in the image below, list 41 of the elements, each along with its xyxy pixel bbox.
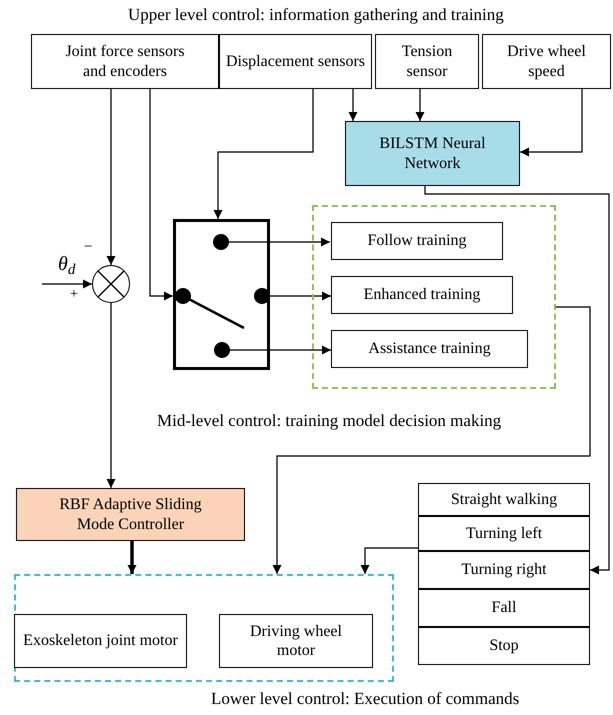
text-box: BILSTM Neural Network bbox=[345, 121, 520, 186]
text-box: Enhanced training bbox=[331, 276, 513, 314]
arrow bbox=[348, 89, 358, 121]
text-box: Exoskeleton joint motor bbox=[14, 614, 187, 668]
text-box: Turning left bbox=[418, 516, 590, 551]
arrow bbox=[416, 89, 424, 121]
arrow bbox=[360, 547, 418, 574]
sign-label: + bbox=[70, 286, 78, 304]
text-box: Follow training bbox=[331, 222, 503, 260]
text-box: Stop bbox=[418, 627, 590, 665]
section-title: Upper level control: information gathering and training bbox=[128, 4, 504, 26]
text-box: Fall bbox=[418, 589, 590, 627]
text-box: Straight walking bbox=[418, 483, 590, 516]
text-box: Driving wheel motor bbox=[219, 614, 373, 668]
arrow bbox=[520, 89, 583, 156]
text-box: Joint force sensors and encoders bbox=[31, 34, 219, 89]
switch-symbol bbox=[173, 219, 270, 370]
text-box: Turning right bbox=[418, 551, 590, 589]
dashed-group-frame bbox=[312, 205, 556, 389]
text-box: Displacement sensors bbox=[219, 34, 372, 89]
arrow bbox=[270, 346, 331, 354]
section-title: Mid-level control: training model decision making bbox=[157, 410, 502, 432]
arrow bbox=[424, 186, 610, 574]
summing-junction bbox=[92, 265, 130, 303]
text-box: Tension sensor bbox=[375, 34, 479, 89]
text-box: Assistance training bbox=[331, 330, 528, 368]
input-symbol: θ$_{d}$ bbox=[58, 252, 76, 277]
arrow bbox=[149, 89, 173, 300]
dashed-group-frame bbox=[14, 574, 394, 682]
arrow bbox=[128, 541, 136, 574]
arrow bbox=[272, 306, 591, 574]
arrow bbox=[270, 238, 330, 246]
arrow bbox=[106, 89, 116, 265]
section-title: Lower level control: Execution of commands bbox=[211, 688, 520, 710]
arrow bbox=[42, 280, 92, 288]
text-box: RBF Adaptive Sliding Mode Controller bbox=[16, 488, 245, 541]
arrow bbox=[270, 292, 331, 300]
arrow bbox=[106, 303, 116, 488]
sign-label: − bbox=[84, 238, 92, 257]
text-box: Drive wheel speed bbox=[482, 34, 611, 89]
arrow bbox=[214, 89, 314, 219]
